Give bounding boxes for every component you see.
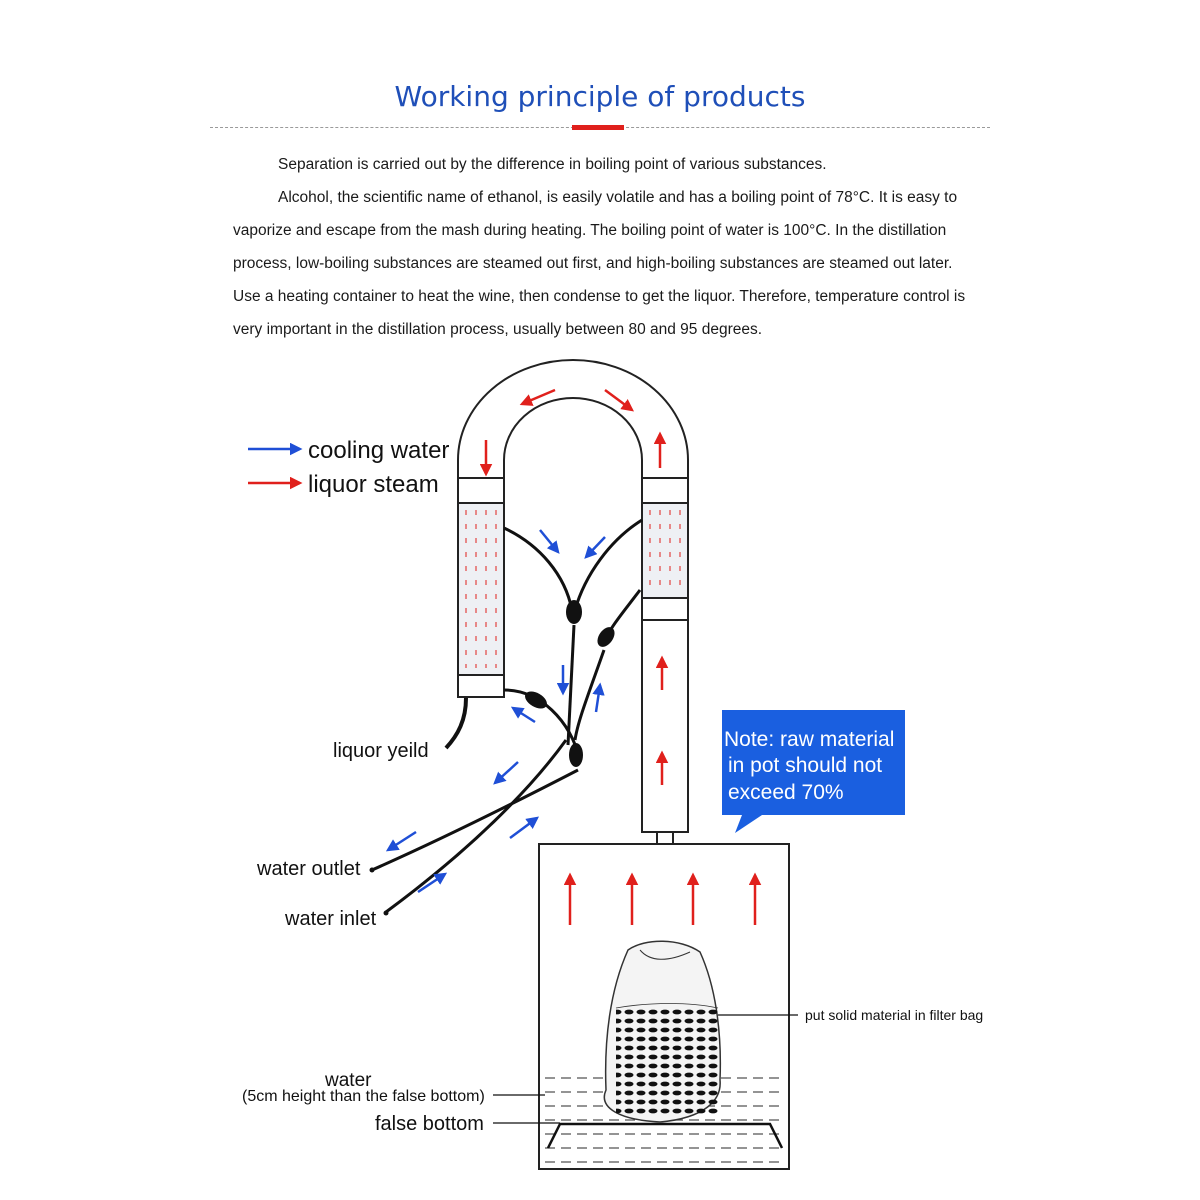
page-title: Working principle of products — [394, 80, 806, 113]
legend-liquor-steam: liquor steam — [308, 471, 439, 498]
label-water-outlet: water outlet — [256, 858, 361, 880]
label-filter-bag: put solid material in filter bag — [805, 1007, 983, 1023]
label-liquor-yield: liquor yeild — [333, 740, 429, 762]
left-condenser — [444, 477, 505, 750]
description-paragraph-2: Alcohol, the scientific name of ethanol,… — [233, 189, 966, 338]
cooling-water-arrows — [385, 529, 606, 894]
label-water-inlet: water inlet — [284, 908, 377, 930]
label-false-bottom: false bottom — [375, 1113, 484, 1135]
description: Separation is carried out by the differe… — [233, 148, 973, 346]
distillation-pot — [538, 843, 798, 1170]
label-water: water — [324, 1070, 372, 1091]
note-line-3: exceed 70% — [728, 781, 844, 804]
label-water-note: (5cm height than the false bottom) — [242, 1088, 485, 1105]
u-pipe — [457, 359, 689, 478]
hose-connectors — [525, 600, 615, 767]
right-column — [641, 477, 689, 845]
steam-arrows-top — [479, 388, 667, 477]
legend: cooling water liquor steam — [248, 437, 449, 498]
note-line-1: Note: raw material — [724, 728, 894, 751]
title-divider-accent — [572, 125, 624, 130]
note-callout: Note: raw material in pot should not exc… — [722, 710, 905, 833]
description-paragraph-1: Separation is carried out by the differe… — [278, 156, 827, 173]
legend-cooling-water: cooling water — [308, 437, 449, 464]
note-line-2: in pot should not — [728, 754, 882, 777]
hoses — [371, 518, 643, 914]
